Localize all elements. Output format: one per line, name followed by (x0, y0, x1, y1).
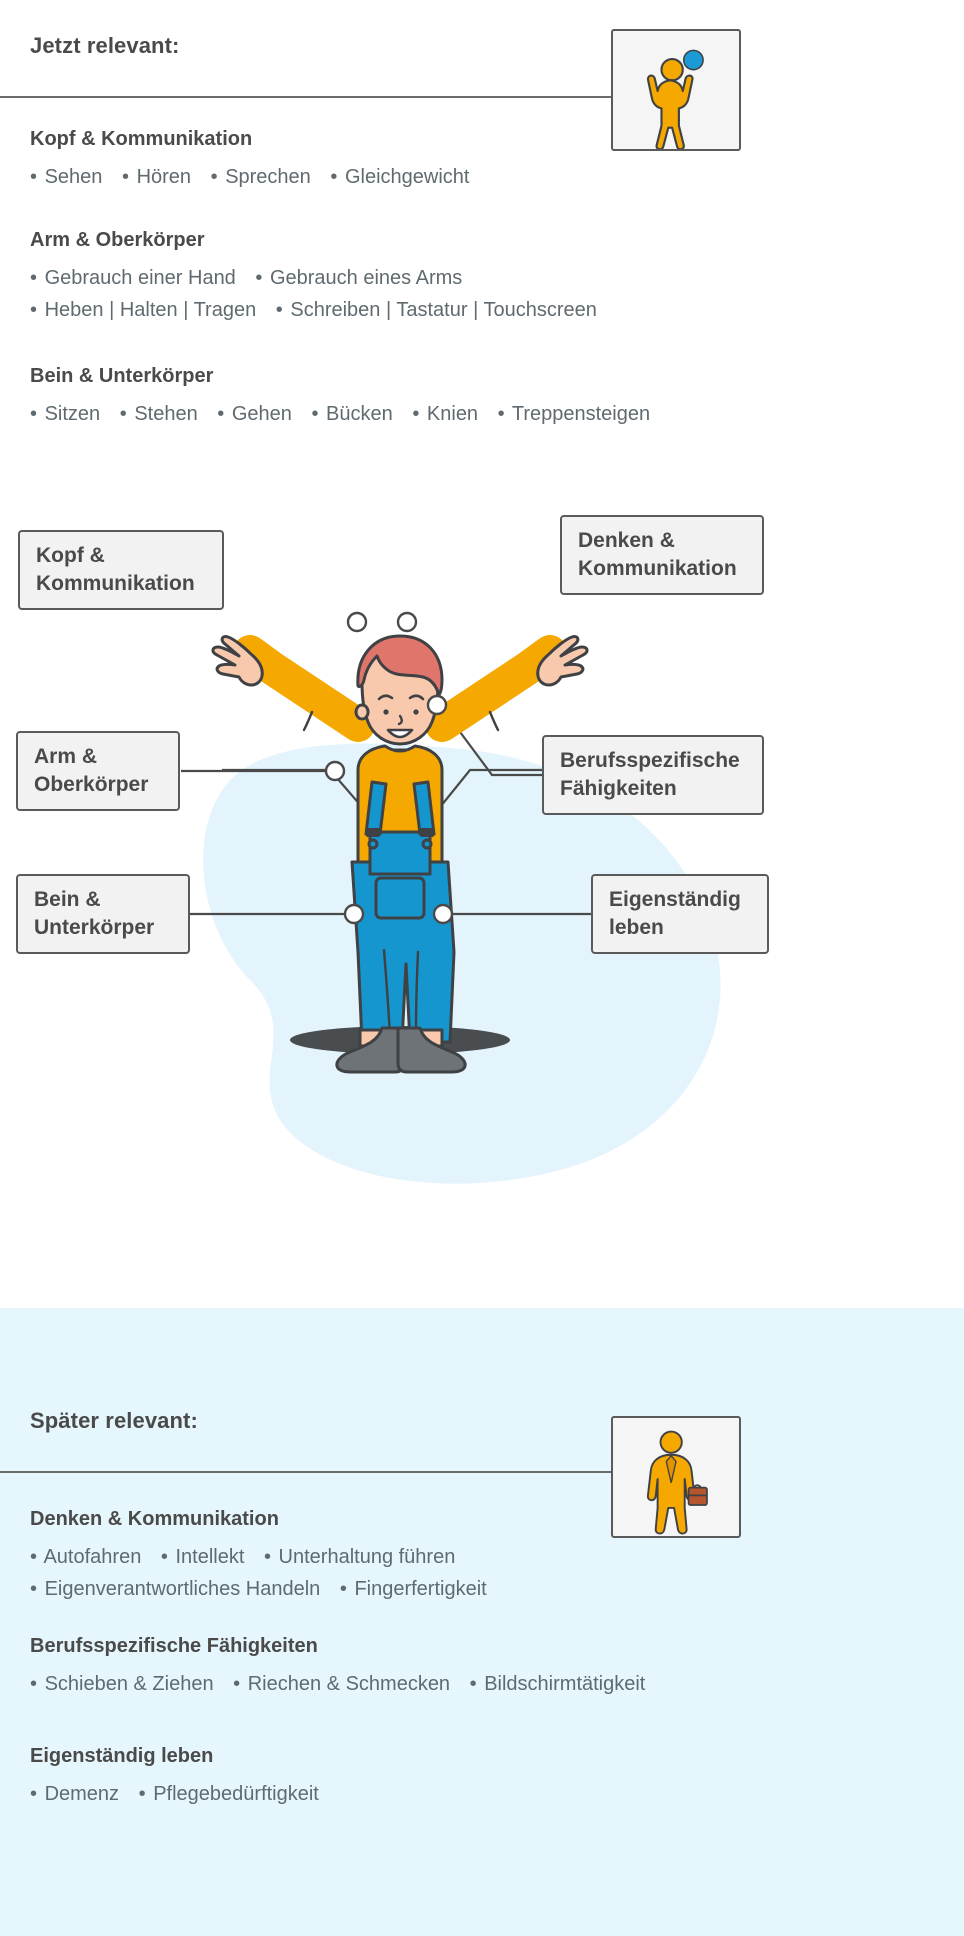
item-label: Bücken (326, 403, 393, 425)
item-label: Schreiben | Tastatur | Touchscreen (290, 299, 597, 321)
category-heading-denken-kommunikation: Denken & Kommunikation (30, 1508, 279, 1530)
background-blob (203, 743, 721, 1184)
connector-dot-shoulder-right (426, 694, 448, 716)
item-label: Eigenverantwortliches Handeln (44, 1578, 321, 1600)
item-label: Autofahren (43, 1546, 142, 1568)
category-heading-bein-unterkoerper: Bein & Unterkörper (30, 365, 214, 387)
category-items-arm-oberkoerper-line2: • Heben | Halten | Tragen • Schreiben | … (30, 299, 597, 321)
item-label: Pflegebedürftigkeit (153, 1783, 319, 1805)
item-label: Sprechen (225, 166, 311, 188)
label-box-arm-oberkoerper[interactable]: Arm & Oberkörper (16, 731, 180, 811)
category-items-berufsspezifische: • Schieben & Ziehen • Riechen & Schmecke… (30, 1673, 646, 1695)
connector-dot-head-left (346, 611, 368, 633)
label-box-text: Eigenständig leben (609, 888, 741, 939)
item-label: Bildschirmtätigkeit (484, 1673, 646, 1695)
category-items-eigenstaendig-leben: • Demenz • Pflegebedürftigkeit (30, 1783, 319, 1805)
item-label: Fingerfertigkeit (354, 1578, 487, 1600)
category-heading-kopf-kommunikation: Kopf & Kommunikation (30, 128, 253, 150)
divider-rule-top (0, 96, 640, 98)
label-box-text: Kopf & Kommunikation (36, 544, 195, 595)
label-box-denken-kommunikation[interactable]: Denken & Kommunikation (560, 515, 764, 595)
item-label: Gehen (231, 403, 292, 425)
category-items-kopf-kommunikation: • Sehen • Hören • Sprechen • Gleichgewic… (30, 166, 470, 188)
connector-dot-leg-left (343, 903, 365, 925)
person-with-briefcase-icon (646, 1430, 708, 1535)
item-label: Hören (136, 166, 192, 188)
item-label: Demenz (44, 1783, 120, 1805)
person-with-briefcase-icon-card (611, 1416, 741, 1538)
connector-dots (324, 611, 454, 925)
item-label: Intellekt (175, 1546, 245, 1568)
person-catching-ball-icon-card (611, 29, 741, 151)
item-label: Sitzen (44, 403, 101, 425)
item-label: Gleichgewicht (344, 166, 470, 188)
connector-dot-leg-right (432, 903, 454, 925)
item-label: Stehen (134, 403, 198, 425)
label-box-text: Berufsspezifische Fähigkeiten (560, 749, 740, 800)
item-label: Heben | Halten | Tragen (44, 299, 257, 321)
section-jetzt-relevant: Jetzt relevant: Kopf & Kommunikation • S… (0, 29, 964, 1300)
divider-rule-bottom (0, 1471, 630, 1473)
body-map-diagram: Kopf & Kommunikation Denken & Kommunikat… (0, 515, 964, 1300)
category-items-denken-line2: • Eigenverantwortliches Handeln • Finger… (30, 1578, 487, 1600)
label-box-text: Arm & Oberkörper (34, 745, 149, 796)
section-spaeter-relevant: Später relevant: Denken & Kommunikat (0, 1308, 964, 1936)
label-box-berufsspezifische-faehigkeiten[interactable]: Berufsspezifische Fähigkeiten (542, 735, 764, 815)
category-heading-arm-oberkoerper: Arm & Oberkörper (30, 229, 205, 251)
item-label: Gebrauch eines Arms (269, 267, 463, 289)
band-title-jetzt-relevant: Jetzt relevant: (30, 33, 180, 58)
category-items-bein-unterkoerper: • Sitzen • Stehen • Gehen • Bücken • Kni… (30, 403, 651, 425)
person-catching-ball-icon (646, 49, 704, 151)
worker-figure-illustration (211, 634, 589, 1074)
category-items-denken-line1: • Autofahren • Intellekt • Unterhaltung … (30, 1546, 456, 1568)
item-label: Knien (426, 403, 479, 425)
label-box-kopf-kommunikation[interactable]: Kopf & Kommunikation (18, 530, 224, 610)
item-label: Sehen (44, 166, 103, 188)
item-label: Riechen & Schmecken (247, 1673, 451, 1695)
label-box-bein-unterkoerper[interactable]: Bein & Unterkörper (16, 874, 190, 954)
item-label: Unterhaltung führen (278, 1546, 456, 1568)
category-items-arm-oberkoerper-line1: • Gebrauch einer Hand • Gebrauch eines A… (30, 267, 463, 289)
diagram-illustration-and-connectors (181, 611, 721, 1184)
label-box-text: Bein & Unterkörper (34, 888, 155, 939)
connector-dot-torso-left (324, 760, 346, 782)
item-label: Schieben & Ziehen (44, 1673, 214, 1695)
label-box-text: Denken & Kommunikation (578, 529, 737, 580)
item-label: Treppensteigen (511, 403, 651, 425)
category-heading-eigenstaendig-leben: Eigenständig leben (30, 1745, 214, 1767)
connector-dot-head-right (396, 611, 418, 633)
label-box-eigenstaendig-leben[interactable]: Eigenständig leben (591, 874, 769, 954)
band-title-spaeter-relevant: Später relevant: (30, 1408, 198, 1433)
category-heading-berufsspezifische-faehigkeiten: Berufsspezifische Fähigkeiten (30, 1635, 318, 1657)
item-label: Gebrauch einer Hand (44, 267, 236, 289)
